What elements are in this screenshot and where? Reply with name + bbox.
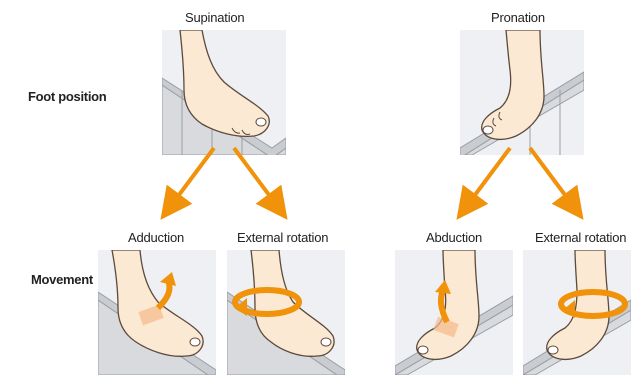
- external-rotation-left-illustration: [227, 250, 345, 375]
- supination-foot-illustration: [162, 30, 286, 155]
- abduction-label: Abduction: [426, 230, 482, 245]
- foot-position-label: Foot position: [28, 89, 106, 104]
- supination-label: Supination: [185, 10, 244, 25]
- external-rotation-right-illustration: [523, 250, 631, 375]
- adduction-label: Adduction: [128, 230, 184, 245]
- pronation-label: Pronation: [491, 10, 545, 25]
- movement-label: Movement: [31, 272, 93, 287]
- external-rotation-right-label: External rotation: [535, 230, 631, 245]
- abduction-foot-illustration: [395, 250, 513, 375]
- pronation-foot-illustration: [460, 30, 584, 155]
- adduction-foot-illustration: [98, 250, 216, 375]
- external-rotation-left-label: External rotation: [237, 230, 328, 245]
